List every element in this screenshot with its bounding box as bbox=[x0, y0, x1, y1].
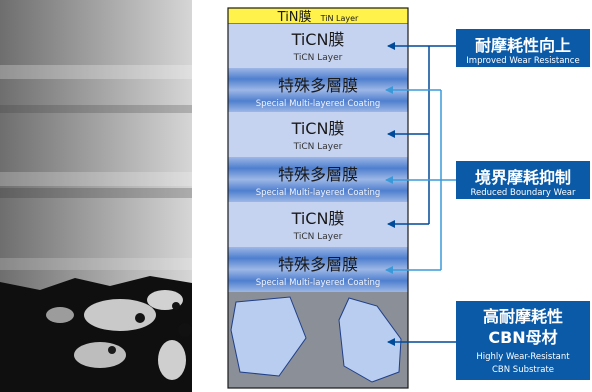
ticn-layer-en: TiCN Layer bbox=[293, 232, 343, 242]
wear-connectors bbox=[387, 42, 456, 228]
callout-wear-resistance: 耐摩耗性向上 Improved Wear Resistance bbox=[456, 29, 590, 67]
callout-cbn-substrate: 高耐摩耗性 CBN母材 Highly Wear-Resistant CBN Su… bbox=[456, 301, 590, 380]
multilayer-jp: 特殊多層膜 bbox=[278, 165, 358, 184]
callout-substrate-en1: Highly Wear-Resistant bbox=[476, 352, 570, 362]
multilayer-band bbox=[228, 68, 408, 112]
callout-boundary-jp: 境界摩耗抑制 bbox=[475, 168, 571, 187]
tin-layer-en: TiN Layer bbox=[320, 14, 359, 23]
multilayer-jp: 特殊多層膜 bbox=[278, 76, 358, 95]
cbn-grain bbox=[230, 296, 307, 377]
callout-substrate-en2: CBN Substrate bbox=[492, 365, 554, 375]
tin-layer-jp: TiN膜 bbox=[277, 10, 312, 25]
callout-substrate-jp2: CBN母材 bbox=[488, 328, 557, 347]
ticn-layer-jp: TiCN膜 bbox=[291, 209, 345, 228]
layer-stack-outline bbox=[227, 7, 409, 389]
multilayer-jp: 特殊多層膜 bbox=[278, 255, 358, 274]
ticn-layer-band bbox=[228, 202, 408, 247]
callout-boundary-en: Reduced Boundary Wear bbox=[470, 188, 576, 198]
multilayer-en: Special Multi-layered Coating bbox=[256, 278, 380, 288]
ticn-layer-band bbox=[228, 24, 408, 68]
multilayer-en: Special Multi-layered Coating bbox=[256, 188, 380, 198]
ticn-layer-band bbox=[228, 112, 408, 157]
boundary-connectors bbox=[385, 86, 456, 274]
callout-substrate-jp1: 高耐摩耗性 bbox=[483, 307, 563, 326]
tin-layer-band bbox=[227, 7, 409, 25]
layer-stack: TiN膜 TiN Layer TiCN膜 TiCN Layer 特殊多層膜 Sp… bbox=[227, 6, 409, 389]
tin-layer-label: TiN膜 TiN Layer bbox=[277, 6, 359, 25]
cbn-grain bbox=[338, 297, 402, 383]
callout-wear-en: Improved Wear Resistance bbox=[466, 56, 579, 66]
callout-boundary-wear: 境界摩耗抑制 Reduced Boundary Wear bbox=[456, 161, 590, 199]
multilayer-band bbox=[228, 157, 408, 202]
multilayer-band bbox=[228, 247, 408, 292]
multilayer-en: Special Multi-layered Coating bbox=[256, 99, 380, 109]
sem-micrograph bbox=[0, 0, 192, 392]
ticn-layer-jp: TiCN膜 bbox=[291, 30, 345, 49]
ticn-layer-en: TiCN Layer bbox=[293, 53, 343, 63]
callout-wear-jp: 耐摩耗性向上 bbox=[475, 36, 571, 55]
ticn-layer-en: TiCN Layer bbox=[293, 142, 343, 152]
ticn-layer-jp: TiCN膜 bbox=[291, 119, 345, 138]
